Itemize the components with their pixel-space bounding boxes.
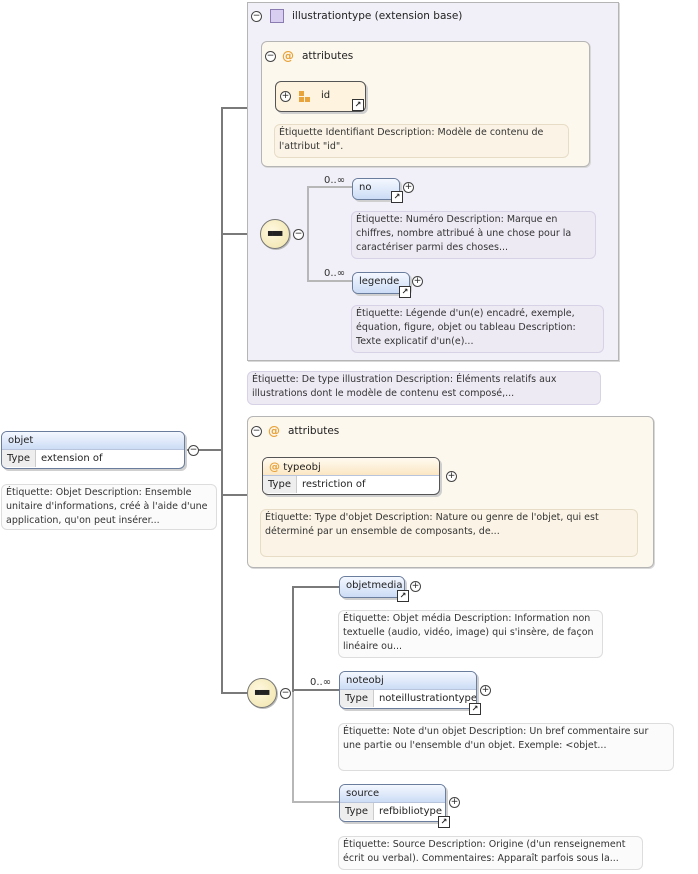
attribute-glyph-icon (299, 91, 304, 96)
connector (307, 280, 352, 282)
collapse-icon[interactable]: − (251, 11, 262, 22)
collapse-icon[interactable]: − (188, 445, 199, 456)
connector (292, 586, 339, 588)
connector (292, 692, 294, 802)
occurrence-label: 0..∞ (324, 268, 346, 279)
expand-icon[interactable]: + (412, 276, 423, 287)
complex-type-icon (270, 9, 284, 23)
ext-base-doc: Étiquette: De type illustration Descript… (247, 371, 601, 405)
reference-icon: ↗ (352, 99, 364, 111)
occurrence-label: 0..∞ (324, 175, 346, 186)
connector (221, 692, 247, 694)
legende-doc: Étiquette: Légende d'un(e) encadré, exem… (351, 305, 604, 353)
attribute-icon: @ (282, 49, 294, 63)
reference-icon: ↗ (469, 703, 481, 715)
element-name: no (353, 179, 399, 199)
element-name: objet (2, 432, 184, 450)
expand-icon[interactable]: + (446, 471, 457, 482)
sequence-icon[interactable]: ▪▪▪ (260, 219, 290, 249)
attribute-name: typeobj (283, 462, 321, 473)
reference-icon: ↗ (397, 590, 409, 602)
connector (221, 107, 223, 692)
sequence-icon[interactable]: ▪▪▪ (247, 678, 277, 708)
connector (307, 186, 352, 188)
collapse-icon[interactable]: − (293, 229, 304, 240)
collapse-icon[interactable]: − (265, 51, 276, 62)
connector (186, 449, 222, 451)
expand-icon[interactable]: + (449, 797, 460, 808)
element-name: objetmedia (340, 577, 404, 597)
connector (221, 107, 261, 109)
type-label: Type (2, 450, 36, 467)
reference-icon: ↗ (399, 286, 411, 298)
element-name: source (340, 785, 445, 803)
collapse-icon[interactable]: − (280, 688, 291, 699)
element-legende[interactable]: legende (352, 272, 410, 294)
objet-doc: Étiquette: Objet Description: Ensemble u… (1, 484, 217, 530)
element-objet[interactable]: objet Type extension of 'illustrationtype… (1, 431, 185, 469)
no-doc: Étiquette: Numéro Description: Marque en… (351, 211, 596, 259)
element-name: noteobj (340, 672, 476, 690)
attribute-typeobj[interactable]: @ typeobj Type restriction of 'xs:NMTOKEN… (262, 457, 440, 495)
attribute-icon: @ (268, 424, 280, 438)
type-value: noteillustrationtype (378, 693, 477, 704)
type-label: Type (263, 476, 297, 493)
type-label: Type (340, 690, 374, 707)
element-source[interactable]: source Type refbibliotype (339, 784, 446, 822)
expand-icon[interactable]: + (280, 91, 291, 102)
occurrence-label: 0..∞ (310, 677, 332, 688)
attribute-id[interactable]: + id (275, 81, 366, 112)
attribute-glyph-icon (305, 97, 310, 102)
reference-icon: ↗ (438, 816, 450, 828)
connector (292, 801, 339, 803)
connector (221, 494, 261, 496)
source-doc: Étiquette: Source Description: Origine (… (338, 836, 643, 870)
expand-icon[interactable]: + (480, 685, 491, 696)
objetmedia-doc: Étiquette: Objet média Description: Info… (338, 610, 603, 658)
element-objetmedia[interactable]: objetmedia (339, 576, 405, 598)
connector (292, 586, 294, 692)
type-value: restriction of 'xs:NMTOKEN' (301, 479, 366, 490)
connector (292, 689, 339, 691)
element-no[interactable]: no (352, 178, 400, 200)
attributes-title: attributes (288, 425, 340, 437)
attributes-title: attributes (302, 50, 354, 62)
element-noteobj[interactable]: noteobj Type noteillustrationtype (339, 671, 477, 709)
type-label: Type (340, 803, 374, 820)
expand-icon[interactable]: + (410, 581, 421, 592)
element-name: legende (353, 273, 409, 293)
reference-icon: ↗ (391, 191, 403, 203)
attribute-name: id (321, 90, 331, 101)
type-value: extension of 'illustrationtype' (40, 453, 103, 464)
connector (307, 186, 309, 280)
typeobj-doc: Étiquette: Type d'objet Description: Nat… (260, 509, 638, 557)
attribute-glyph-icon (299, 97, 304, 102)
type-value: refbibliotype (378, 806, 443, 817)
collapse-icon[interactable]: − (251, 426, 262, 437)
attribute-icon: @ (269, 460, 280, 473)
id-doc: Étiquette Identifiant Description: Modèl… (274, 124, 569, 158)
noteobj-doc: Étiquette: Note d'un objet Description: … (338, 723, 674, 771)
expand-icon[interactable]: + (403, 182, 414, 193)
ext-base-title: illustrationtype (extension base) (292, 10, 463, 22)
connector (221, 233, 261, 235)
